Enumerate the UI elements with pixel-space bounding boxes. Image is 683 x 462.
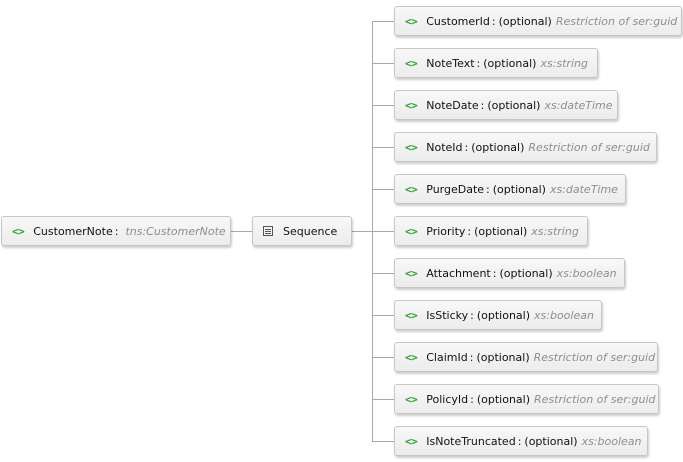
child-optional-label: (optional) [492,182,546,196]
root-element-type: tns:CustomerNote [125,224,226,238]
child-separator: : [492,266,497,280]
child-separator: : [469,350,474,364]
element-icon: <> [405,182,418,196]
child-element-type: xs:string [531,224,579,238]
child-element-name: NoteId [426,140,463,154]
child-optional-label: (optional) [487,98,541,112]
child-element-node[interactable]: <> Priority : (optional) xs:string [394,216,588,246]
element-icon: <> [405,308,418,322]
child-optional-label: (optional) [483,56,537,70]
child-separator: : [467,224,472,238]
child-separator: : [476,56,481,70]
child-optional-label: (optional) [471,140,525,154]
child-element-node[interactable]: <> NoteText : (optional) xs:string [394,48,598,78]
child-separator: : [486,182,490,196]
child-element-type: Restriction of ser:guid [528,140,650,154]
child-element-node[interactable]: <> NoteDate : (optional) xs:dateTime [394,90,618,120]
child-element-name: PolicyId [426,392,469,406]
child-separator: : [470,308,474,322]
child-element-node[interactable]: <> NoteId : (optional) Restriction of se… [394,132,657,162]
child-element-type: xs:dateTime [549,182,618,196]
child-separator: : [470,392,474,406]
child-element-type: xs:boolean [556,266,617,280]
element-icon: <> [405,56,418,70]
child-element-name: NoteText [426,56,475,70]
child-optional-label: (optional) [524,434,578,448]
sequence-icon [263,226,273,236]
child-element-type: Restriction of ser:guid [555,14,678,28]
child-element-type: xs:dateTime [544,98,613,112]
element-icon: <> [405,266,418,280]
child-optional-label: (optional) [476,392,531,406]
child-element-type: Restriction of ser:guid [534,392,656,406]
child-optional-label: (optional) [476,350,530,364]
child-element-name: PurgeDate [426,182,485,196]
child-optional-label: (optional) [498,14,552,28]
element-icon: <> [405,98,418,112]
child-element-node[interactable]: <> CustomerId : (optional) Restriction o… [394,6,682,36]
child-element-node[interactable]: <> ClaimId : (optional) Restriction of s… [394,342,658,372]
child-element-name: NoteDate [426,98,479,112]
child-element-node[interactable]: <> PurgeDate : (optional) xs:dateTime [394,174,626,204]
child-element-type: Restriction of ser:guid [533,350,656,364]
root-element-name: CustomerNote [33,224,113,238]
element-icon: <> [405,224,418,238]
child-separator: : [491,14,496,28]
root-element-node[interactable]: <> CustomerNote : tns:CustomerNote [1,216,231,246]
child-element-name: ClaimId [426,350,468,364]
child-element-node[interactable]: <> PolicyId : (optional) Restriction of … [394,384,659,414]
root-separator: : [114,224,119,238]
child-optional-label: (optional) [499,266,553,280]
sequence-label: Sequence [283,224,338,238]
element-icon: <> [405,350,418,364]
child-element-name: IsNoteTruncated [426,434,516,448]
element-icon: <> [12,224,25,238]
element-icon: <> [405,140,418,154]
child-optional-label: (optional) [476,308,531,322]
sequence-node[interactable]: Sequence [252,216,352,246]
child-separator: : [480,98,485,112]
element-icon: <> [405,392,418,406]
element-icon: <> [405,434,418,448]
child-separator: : [517,434,522,448]
child-element-type: xs:string [540,56,588,70]
child-element-name: CustomerId [426,14,490,28]
child-element-name: Attachment [426,266,491,280]
child-element-type: xs:boolean [534,308,594,322]
child-element-node[interactable]: <> Attachment : (optional) xs:boolean [394,258,625,288]
child-element-name: Priority [426,224,466,238]
child-element-node[interactable]: <> IsSticky : (optional) xs:boolean [394,300,602,330]
child-element-name: IsSticky [426,308,469,322]
child-element-type: xs:boolean [581,434,642,448]
child-separator: : [464,140,469,154]
element-icon: <> [405,14,418,28]
child-element-node[interactable]: <> IsNoteTruncated : (optional) xs:boole… [394,426,648,456]
child-optional-label: (optional) [474,224,528,238]
